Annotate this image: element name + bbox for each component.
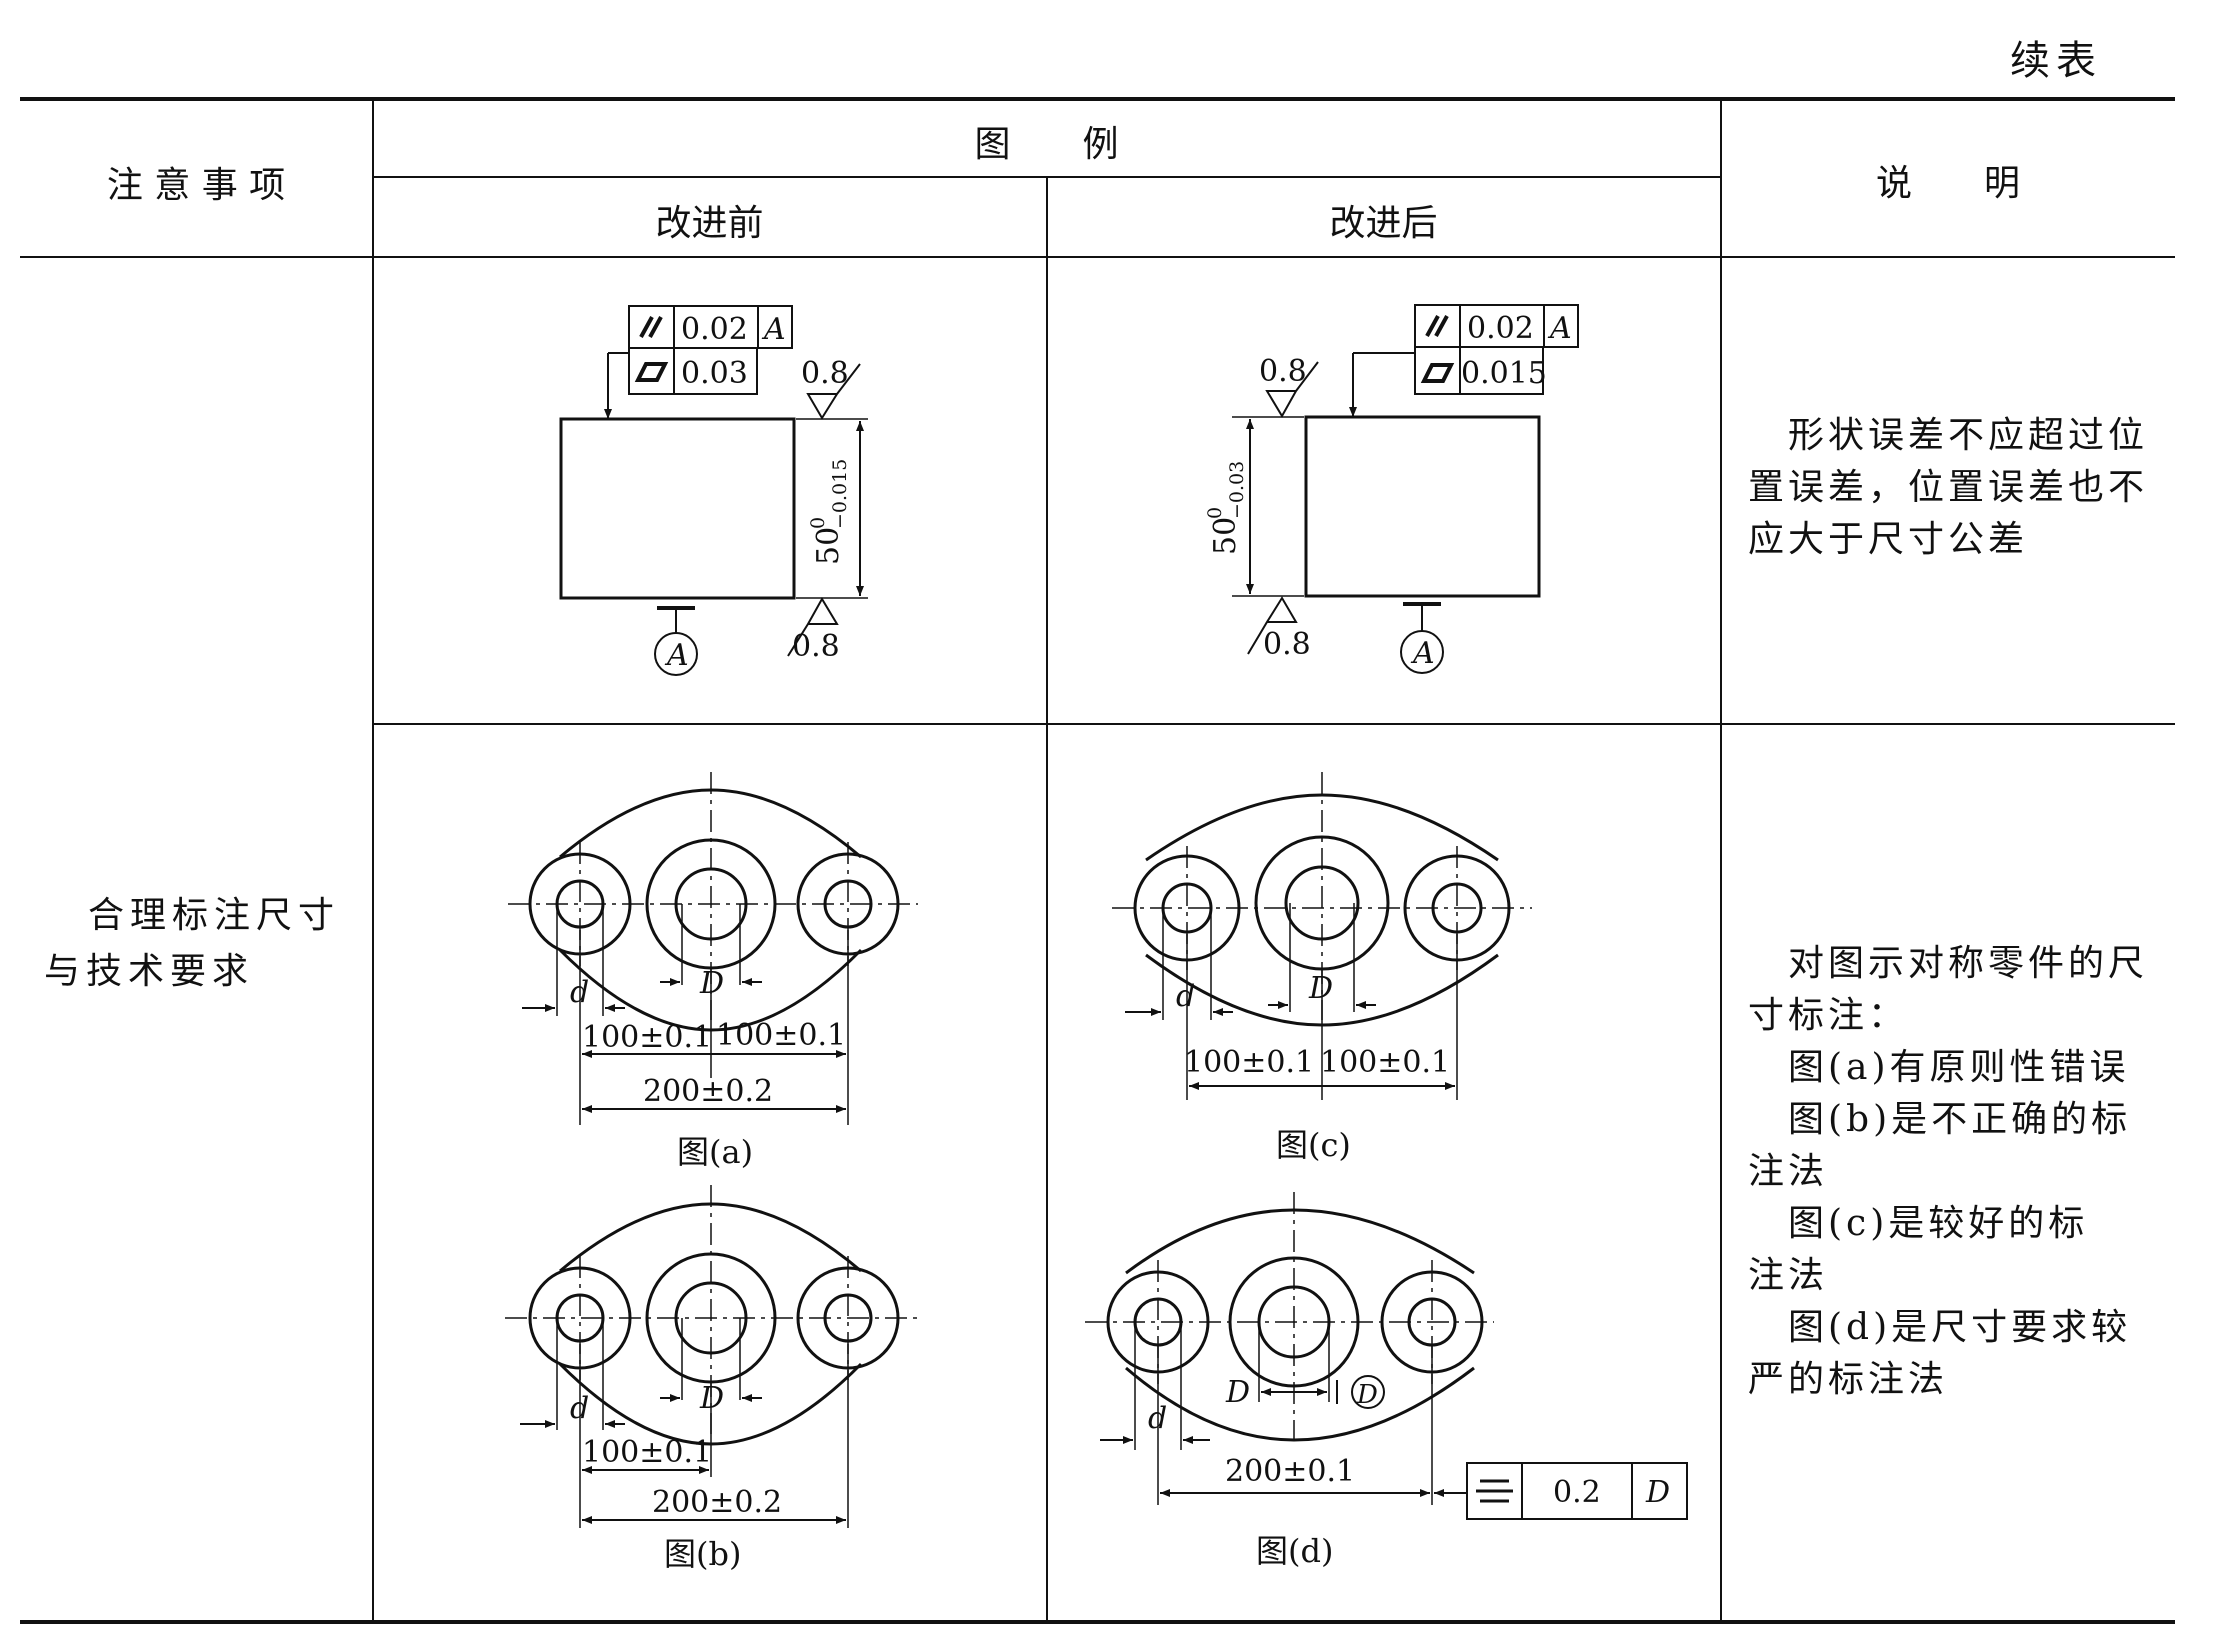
dim-value: 100±0.1	[582, 1435, 712, 1470]
parallelism-icon	[1425, 315, 1449, 337]
roughness-icon	[1265, 361, 1319, 418]
roughness-value: 0.8	[792, 629, 840, 664]
dim-value: 100±0.1	[582, 1020, 712, 1055]
roughness-icon	[806, 363, 861, 420]
figure-a	[508, 772, 918, 1125]
explanation-line: 寸标注：	[1748, 995, 1909, 1036]
fcf-value: 0.015	[1461, 356, 1547, 391]
row-divider	[373, 723, 2175, 725]
dim-D: D	[1225, 1375, 1250, 1410]
explanation-line: 注法	[1748, 1255, 1829, 1296]
fcf-datum: A	[1547, 311, 1572, 346]
dim-value: 200±0.2	[652, 1485, 782, 1520]
dim-D: D	[699, 966, 724, 1001]
roughness-value: 0.8	[801, 356, 849, 391]
explanation-line: 图(a)有原则性错误	[1748, 1047, 2130, 1088]
fcf-value: 0.02	[681, 312, 748, 347]
note-line: 与技术要求	[44, 951, 255, 992]
header-before: 改进前	[655, 203, 764, 244]
header-examples: 图 例	[974, 124, 1119, 165]
dim-value: 200±0.1	[1225, 1454, 1355, 1489]
header-explanation: 说 明	[1875, 163, 2020, 204]
parallelism-icon	[639, 316, 663, 338]
dim-value: 100±0.1	[1320, 1045, 1450, 1080]
figure-d	[1085, 1192, 1688, 1520]
figure-c	[1112, 772, 1532, 1100]
dim-D: D	[699, 1381, 724, 1416]
symmetry-frame	[1466, 1462, 1688, 1520]
header-notes: 注 意 事 项	[106, 165, 286, 206]
dim-D: D	[1308, 971, 1333, 1006]
fcf-value: 0.03	[681, 356, 748, 391]
roughness-value: 0.8	[1263, 627, 1311, 662]
datum-letter: A	[664, 638, 689, 673]
part-rect	[559, 417, 796, 600]
note-text: 合理标注尺寸 与技术要求	[44, 888, 340, 1000]
figure-after-tolerance	[1232, 304, 1579, 674]
dim-value: 100±0.1	[1184, 1045, 1314, 1080]
column-divider-1	[372, 99, 374, 1622]
explanation-line: 严的标注法	[1748, 1359, 1949, 1400]
column-divider-2	[1046, 177, 1048, 1622]
figure-b	[505, 1185, 918, 1528]
explanation-line: 置误差，位置误差也不	[1748, 467, 2149, 508]
dim-d: d	[1176, 979, 1195, 1014]
fcf-value: 0.02	[1467, 311, 1534, 346]
dim-d: d	[1148, 1401, 1167, 1436]
roughness-icon	[787, 597, 839, 657]
continued-label: 续表	[2010, 38, 2102, 84]
datum-circle	[1400, 630, 1444, 674]
roughness-value: 0.8	[1259, 354, 1307, 389]
dim-lower: −0.03	[1226, 461, 1248, 519]
note-line: 合理标注尺寸	[88, 895, 341, 936]
figure-caption: 图(d)	[1256, 1532, 1333, 1570]
fcf-datum: D	[1645, 1475, 1670, 1510]
figure-before-tolerance	[559, 305, 868, 676]
fcf-row2	[1414, 346, 1544, 395]
explanation-line: 注法	[1748, 1151, 1829, 1192]
header-after: 改进后	[1329, 203, 1438, 244]
symmetry-icon	[1476, 1479, 1513, 1503]
column-divider-3	[1720, 99, 1722, 1622]
modifier-letter: D	[1356, 1380, 1378, 1410]
explanation-line: 应大于尺寸公差	[1748, 519, 2029, 560]
figure-caption: 图(b)	[664, 1535, 741, 1573]
explanation-line: 形状误差不应超过位	[1748, 415, 2149, 456]
dim-d: d	[570, 1391, 589, 1426]
fcf-value: 0.2	[1553, 1475, 1601, 1510]
datum-circle	[654, 632, 698, 676]
part-rect	[1304, 415, 1541, 598]
dim-upper: 0	[1204, 507, 1226, 519]
header-bottom-rule	[20, 256, 2175, 258]
dim-value: 50	[1208, 517, 1243, 555]
explanation-line: 图(b)是不正确的标	[1748, 1099, 2132, 1140]
dim-d: d	[570, 975, 589, 1010]
explanation-line: 图(c)是较好的标	[1748, 1203, 2089, 1244]
table-bottom-rule	[20, 1620, 2175, 1624]
modifier-circle	[1351, 1375, 1385, 1409]
flatness-icon	[634, 362, 669, 382]
dim-value: 50	[811, 527, 846, 565]
fcf-datum: A	[761, 312, 786, 347]
figure-caption: 图(a)	[677, 1133, 753, 1171]
dim-upper: 0	[807, 517, 829, 529]
explanation-line: 图(d)是尺寸要求较	[1748, 1307, 2132, 1348]
roughness-icon	[1247, 596, 1298, 655]
table-top-rule	[20, 97, 2175, 101]
explanation-line: 对图示对称零件的尺	[1748, 943, 2149, 984]
datum-letter: A	[1410, 636, 1435, 671]
explanation-row-2: 对图示对称零件的尺 寸标注： 图(a)有原则性错误 图(b)是不正确的标 注法 …	[1748, 938, 2148, 1406]
fcf-row2	[628, 347, 758, 395]
figure-caption: 图(c)	[1276, 1126, 1351, 1164]
flatness-icon	[1420, 363, 1455, 383]
dim-value: 200±0.2	[643, 1074, 773, 1109]
explanation-row-1: 形状误差不应超过位 置误差，位置误差也不 应大于尺寸公差	[1748, 410, 2148, 566]
dim-lower: −0.015	[829, 459, 851, 529]
dim-value: 100±0.1	[716, 1018, 846, 1053]
